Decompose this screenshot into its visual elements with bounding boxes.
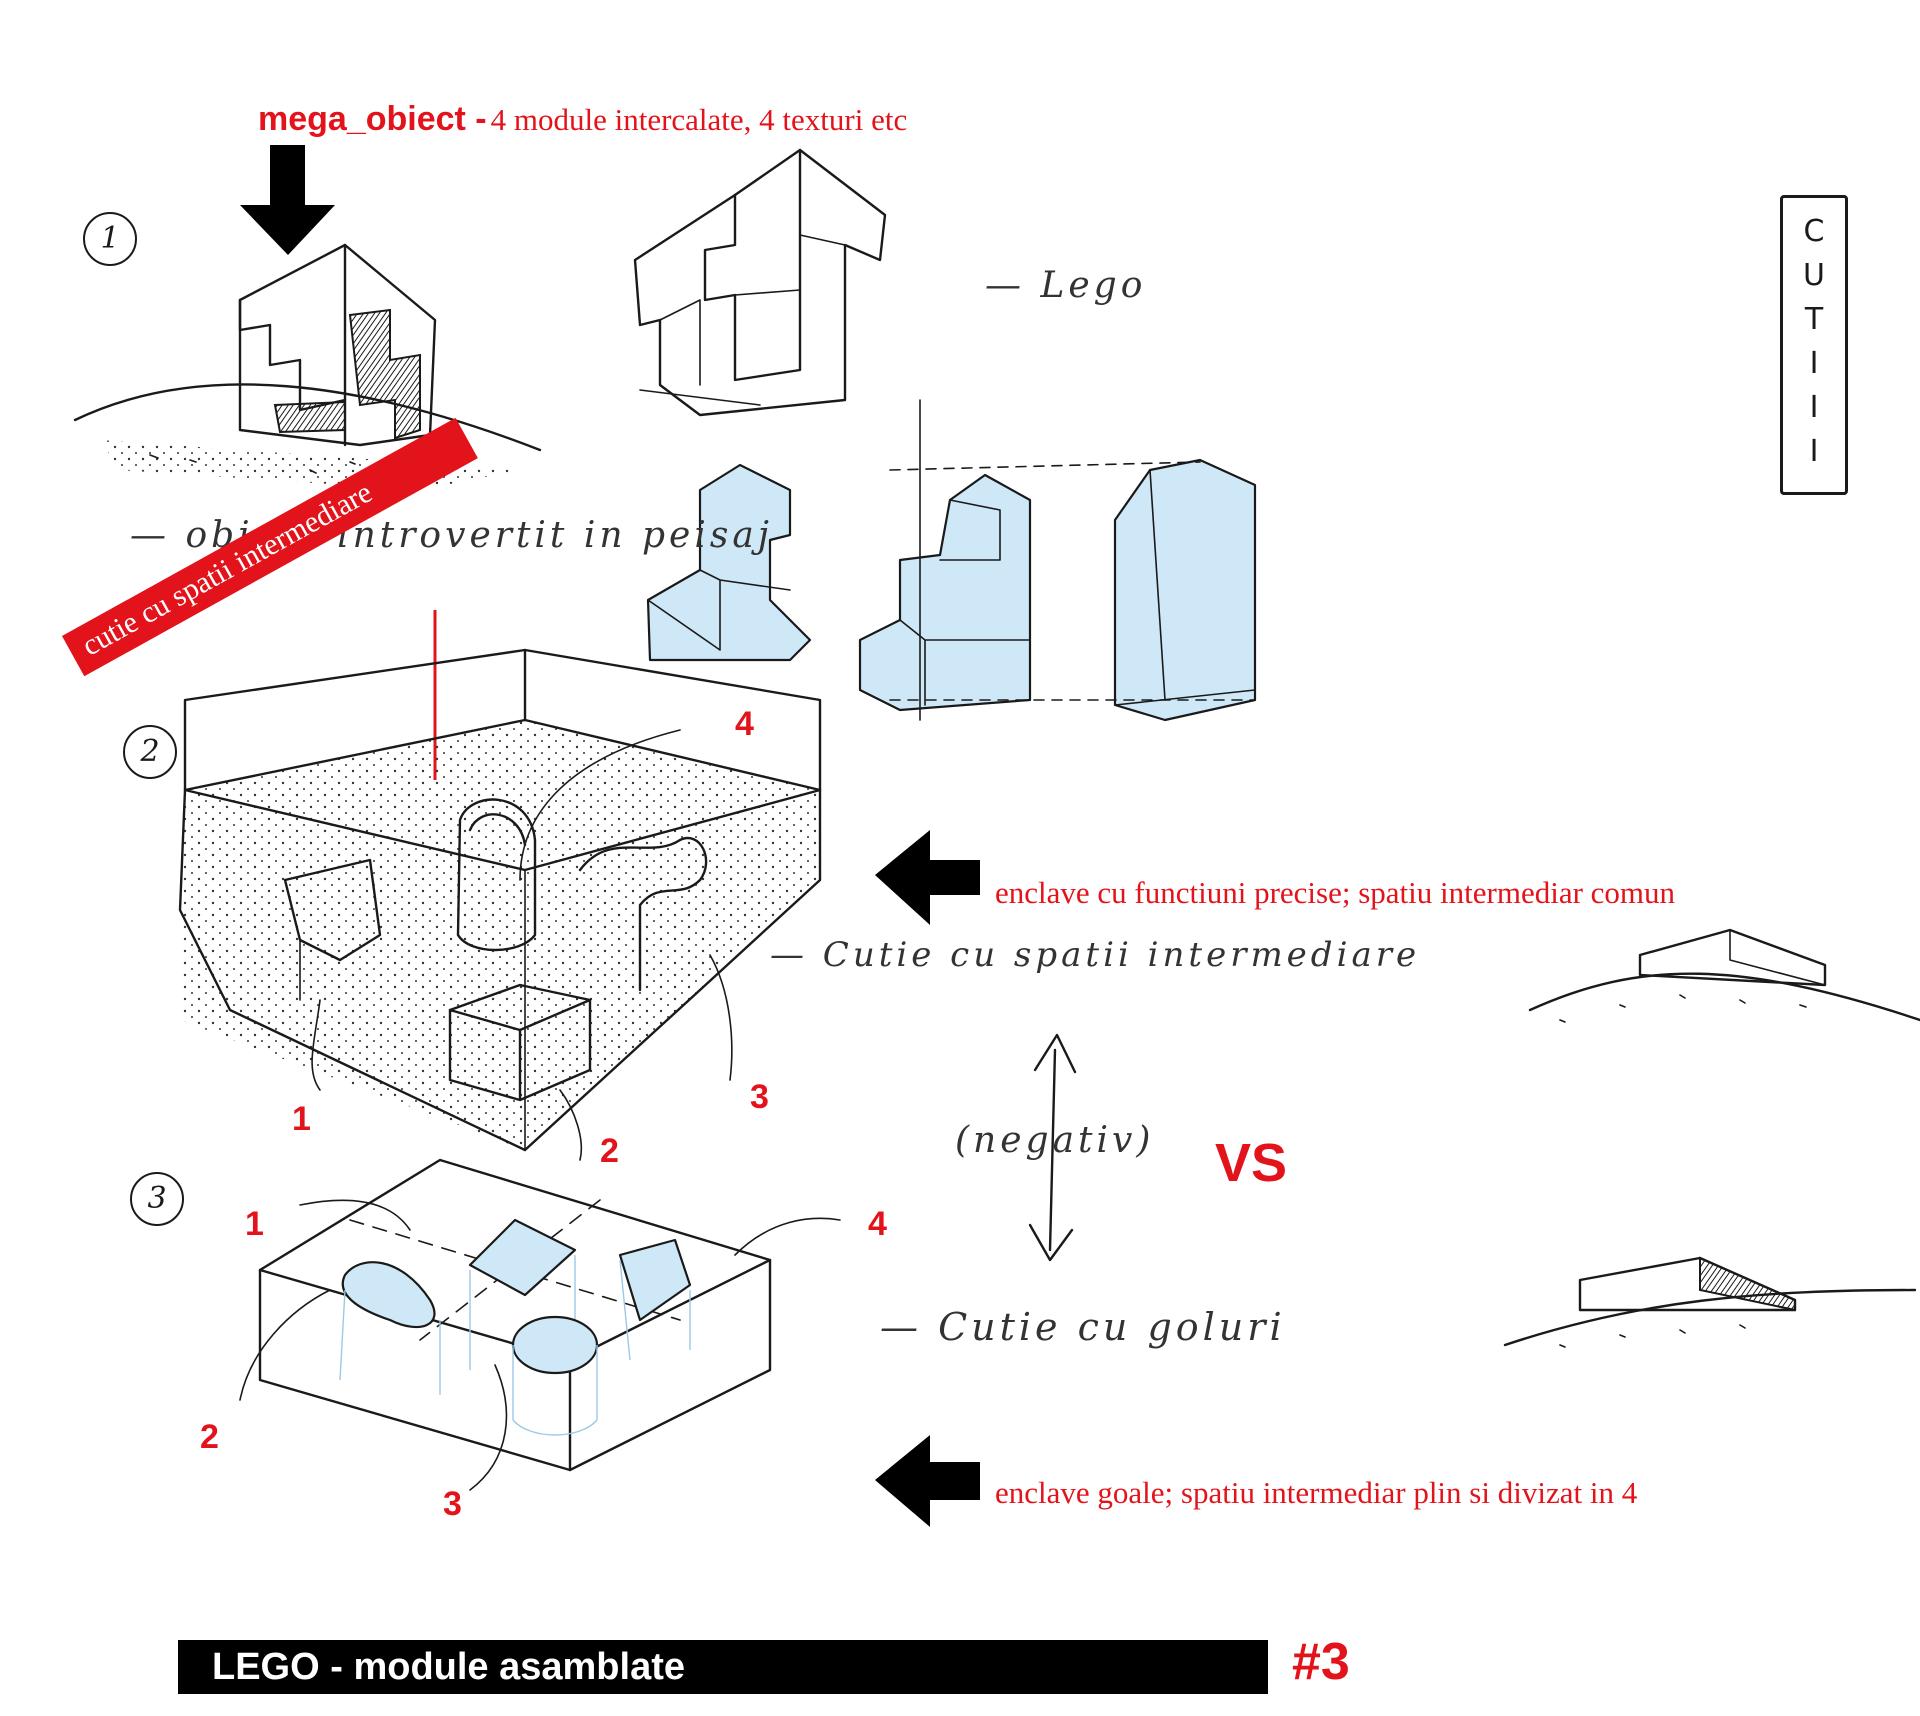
footer-banner-label: LEGO - module asamblate	[212, 1646, 685, 1688]
blue-module-3	[1113, 458, 1257, 722]
box2-number-2: 2	[600, 1132, 619, 1170]
annotation-enclaves-empty: enclave goale; spatiu intermediar plin s…	[995, 1475, 1638, 1510]
cuti-letter: T	[1804, 302, 1824, 337]
sketch-2-box	[178, 648, 822, 1152]
page-title: mega_obiect - 4 module intercalate, 4 te…	[258, 100, 907, 139]
box3-number-3: 3	[443, 1485, 462, 1523]
left-arrow-icon-bottom	[875, 1435, 980, 1527]
note-box-intermediate: — Cutie cu spatii intermediare	[770, 935, 1421, 975]
versus-label: VS	[1215, 1133, 1288, 1193]
double-arrow-icon	[1028, 1033, 1077, 1262]
sketch-landscape-bottom	[1503, 1256, 1917, 1348]
cuti-letter: C	[1803, 214, 1825, 249]
step-circle-3: 3	[130, 1172, 184, 1226]
box2-number-1: 1	[292, 1100, 311, 1138]
step-circle-2: 2	[123, 725, 177, 779]
cuti-letter: I	[1809, 346, 1819, 381]
down-arrow-icon	[240, 145, 335, 255]
box2-number-3: 3	[750, 1078, 769, 1116]
sketch-landscape-top	[1528, 928, 1920, 1023]
box3-number-4: 4	[868, 1205, 887, 1243]
note-box-voids: — Cutie cu goluri	[880, 1305, 1286, 1349]
footer-banner: LEGO - module asamblate	[178, 1640, 1268, 1694]
note-lego: — Lego	[985, 265, 1147, 306]
cuti-letter: I	[1809, 434, 1819, 469]
step-circle-1: 1	[83, 212, 137, 266]
cuti-letter: I	[1809, 390, 1819, 425]
blue-module-2	[858, 473, 1032, 712]
sketch-1-lego	[633, 148, 887, 417]
sketch-3-box	[258, 1158, 772, 1472]
cuti-box: C U T I I I	[1780, 195, 1848, 495]
box2-number-4: 4	[735, 705, 754, 743]
title-rest: 4 module intercalate, 4 texturi etc	[490, 102, 908, 137]
annotation-enclaves-precise: enclave cu functiuni precise; spatiu int…	[995, 875, 1676, 910]
title-bold: mega_obiect -	[258, 100, 487, 138]
box3-number-1: 1	[245, 1205, 264, 1243]
blue-module-1	[646, 463, 812, 662]
sheet-number: #3	[1292, 1633, 1350, 1691]
box3-number-2: 2	[200, 1418, 219, 1456]
cuti-letter: U	[1803, 258, 1825, 293]
note-negative: (negativ)	[955, 1120, 1155, 1161]
left-arrow-icon-top	[875, 830, 980, 925]
